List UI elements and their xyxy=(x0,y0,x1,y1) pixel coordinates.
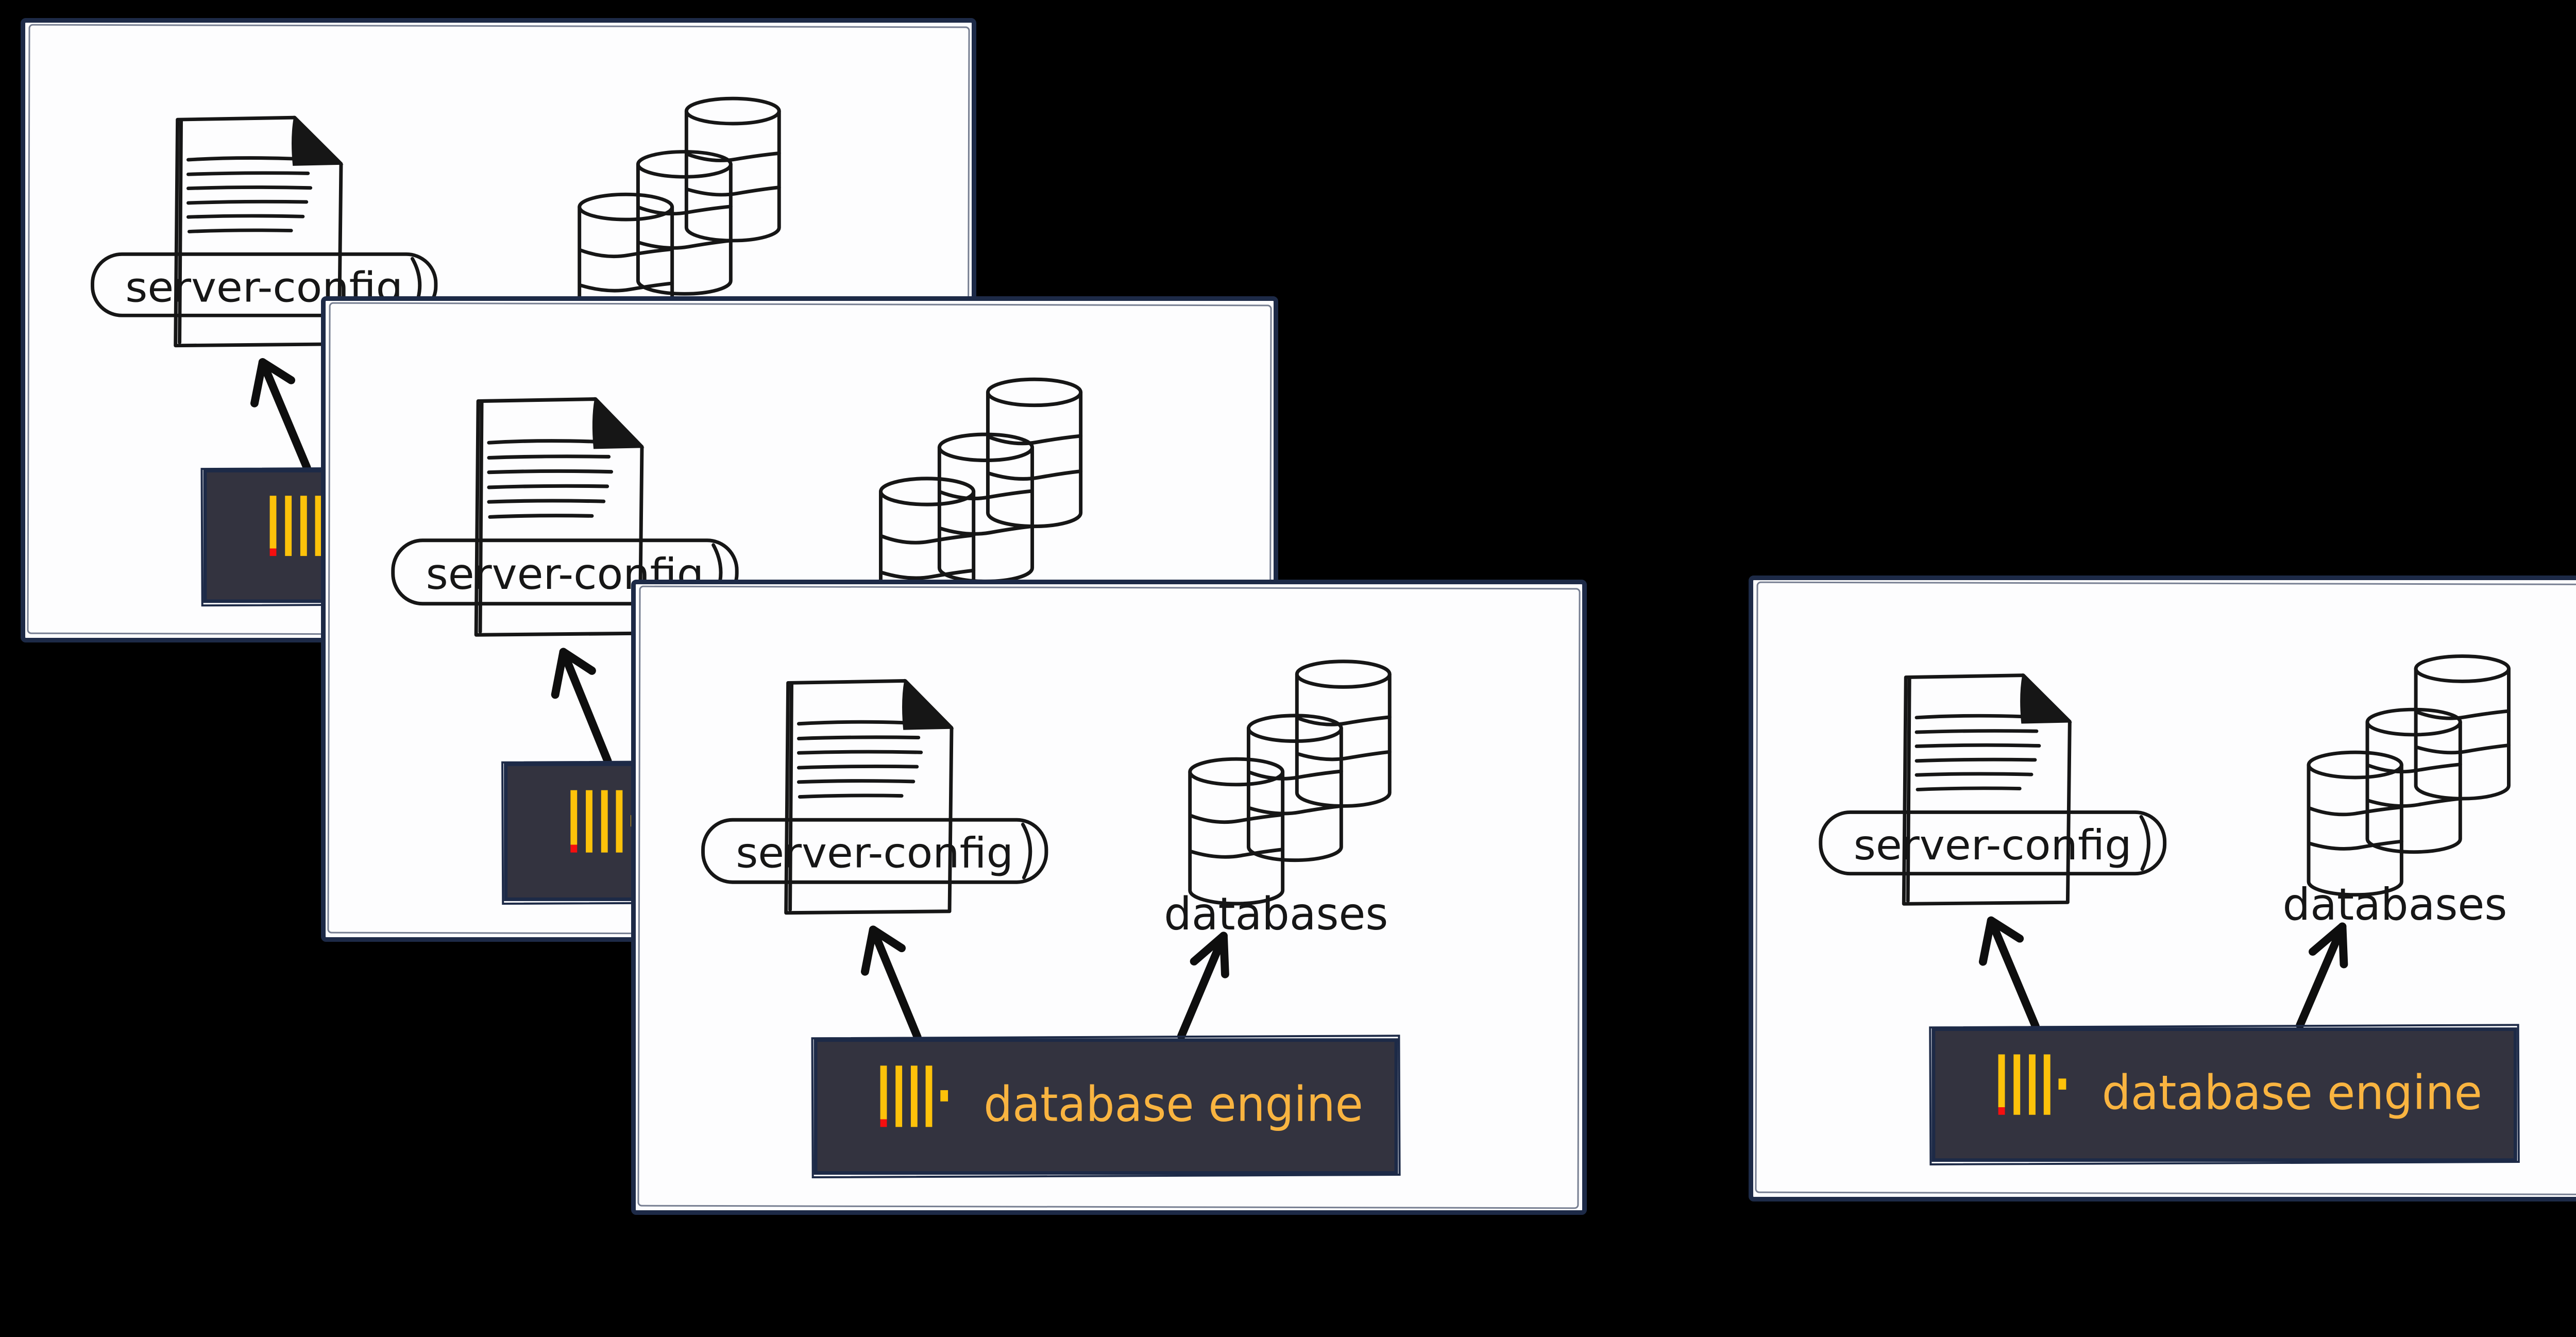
server-config-label: server-config xyxy=(736,830,1013,878)
database-engine-logo-icon xyxy=(570,790,639,853)
document-text-lines xyxy=(186,156,313,233)
server-config-pill: server-config xyxy=(1819,810,2167,876)
databases-label: databases xyxy=(2283,879,2507,930)
database-engine-logo-icon xyxy=(269,496,338,556)
document-sketch-line xyxy=(788,682,794,912)
database-cylinder xyxy=(1246,714,1343,862)
card-drawing: server-config xyxy=(701,659,1401,1179)
document-sketch-line xyxy=(178,119,183,345)
database-engine-label: database engine xyxy=(2102,1065,2482,1120)
document-fold-corner xyxy=(292,115,344,166)
databases-icon xyxy=(2307,654,2511,897)
databases-icon xyxy=(1188,659,1392,906)
document-icon xyxy=(784,679,954,915)
badge-sketch-outline xyxy=(1929,1024,2520,1165)
database-cylinder xyxy=(986,377,1083,529)
document-fold-corner xyxy=(2020,673,2072,724)
document-text-lines xyxy=(487,439,614,519)
database-cylinder xyxy=(2307,750,2403,897)
arrow-to-server-config-icon xyxy=(250,358,311,472)
server-config-label: server-config xyxy=(1854,821,2132,869)
document-icon xyxy=(1902,673,2072,906)
document-icon xyxy=(174,115,344,348)
database-engine-logo-icon xyxy=(1998,1054,2066,1115)
document-fold-corner xyxy=(902,679,954,730)
document-fold-corner xyxy=(592,397,645,449)
stacked-card-front: server-config xyxy=(631,580,1587,1215)
arrow-to-server-config-icon xyxy=(551,648,612,766)
database-cylinder xyxy=(937,432,1035,583)
arrow-to-databases-icon xyxy=(2296,922,2348,1029)
database-engine-badge: database engine xyxy=(1929,1024,2520,1165)
database-cylinder xyxy=(2414,654,2511,801)
single-card: server-config xyxy=(1749,576,2576,1201)
document-sketch-line xyxy=(478,400,484,634)
database-engine-label: database engine xyxy=(984,1077,1363,1132)
document-text-lines xyxy=(796,720,923,799)
server-config-pill-outline xyxy=(91,252,438,317)
server-config-pill: server-config xyxy=(701,818,1048,884)
server-config-pill-outline xyxy=(391,538,739,606)
database-engine-logo-icon xyxy=(880,1065,948,1127)
arrow-to-server-config-icon xyxy=(1978,916,2040,1030)
database-cylinder xyxy=(2365,707,2462,854)
badge-sketch-outline xyxy=(811,1035,1401,1179)
arrow-to-server-config-icon xyxy=(861,925,922,1041)
database-cylinder xyxy=(1295,659,1392,808)
document-sketch-line xyxy=(1906,676,1911,903)
arrow-to-databases-icon xyxy=(1177,932,1229,1040)
database-cylinder xyxy=(636,150,733,296)
pill-sketch-line xyxy=(2139,815,2150,871)
database-cylinder xyxy=(684,96,781,243)
document-text-lines xyxy=(1914,714,2041,791)
pill-sketch-line xyxy=(1021,822,1032,879)
database-engine-badge: database engine xyxy=(811,1035,1401,1179)
databases-label: databases xyxy=(1164,888,1388,940)
server-config-pill-outline xyxy=(1819,810,2167,876)
document-icon xyxy=(474,397,645,637)
database-cylinder xyxy=(1188,757,1285,906)
card-drawing: server-config xyxy=(1819,654,2520,1165)
server-config-pill-outline xyxy=(701,818,1048,884)
